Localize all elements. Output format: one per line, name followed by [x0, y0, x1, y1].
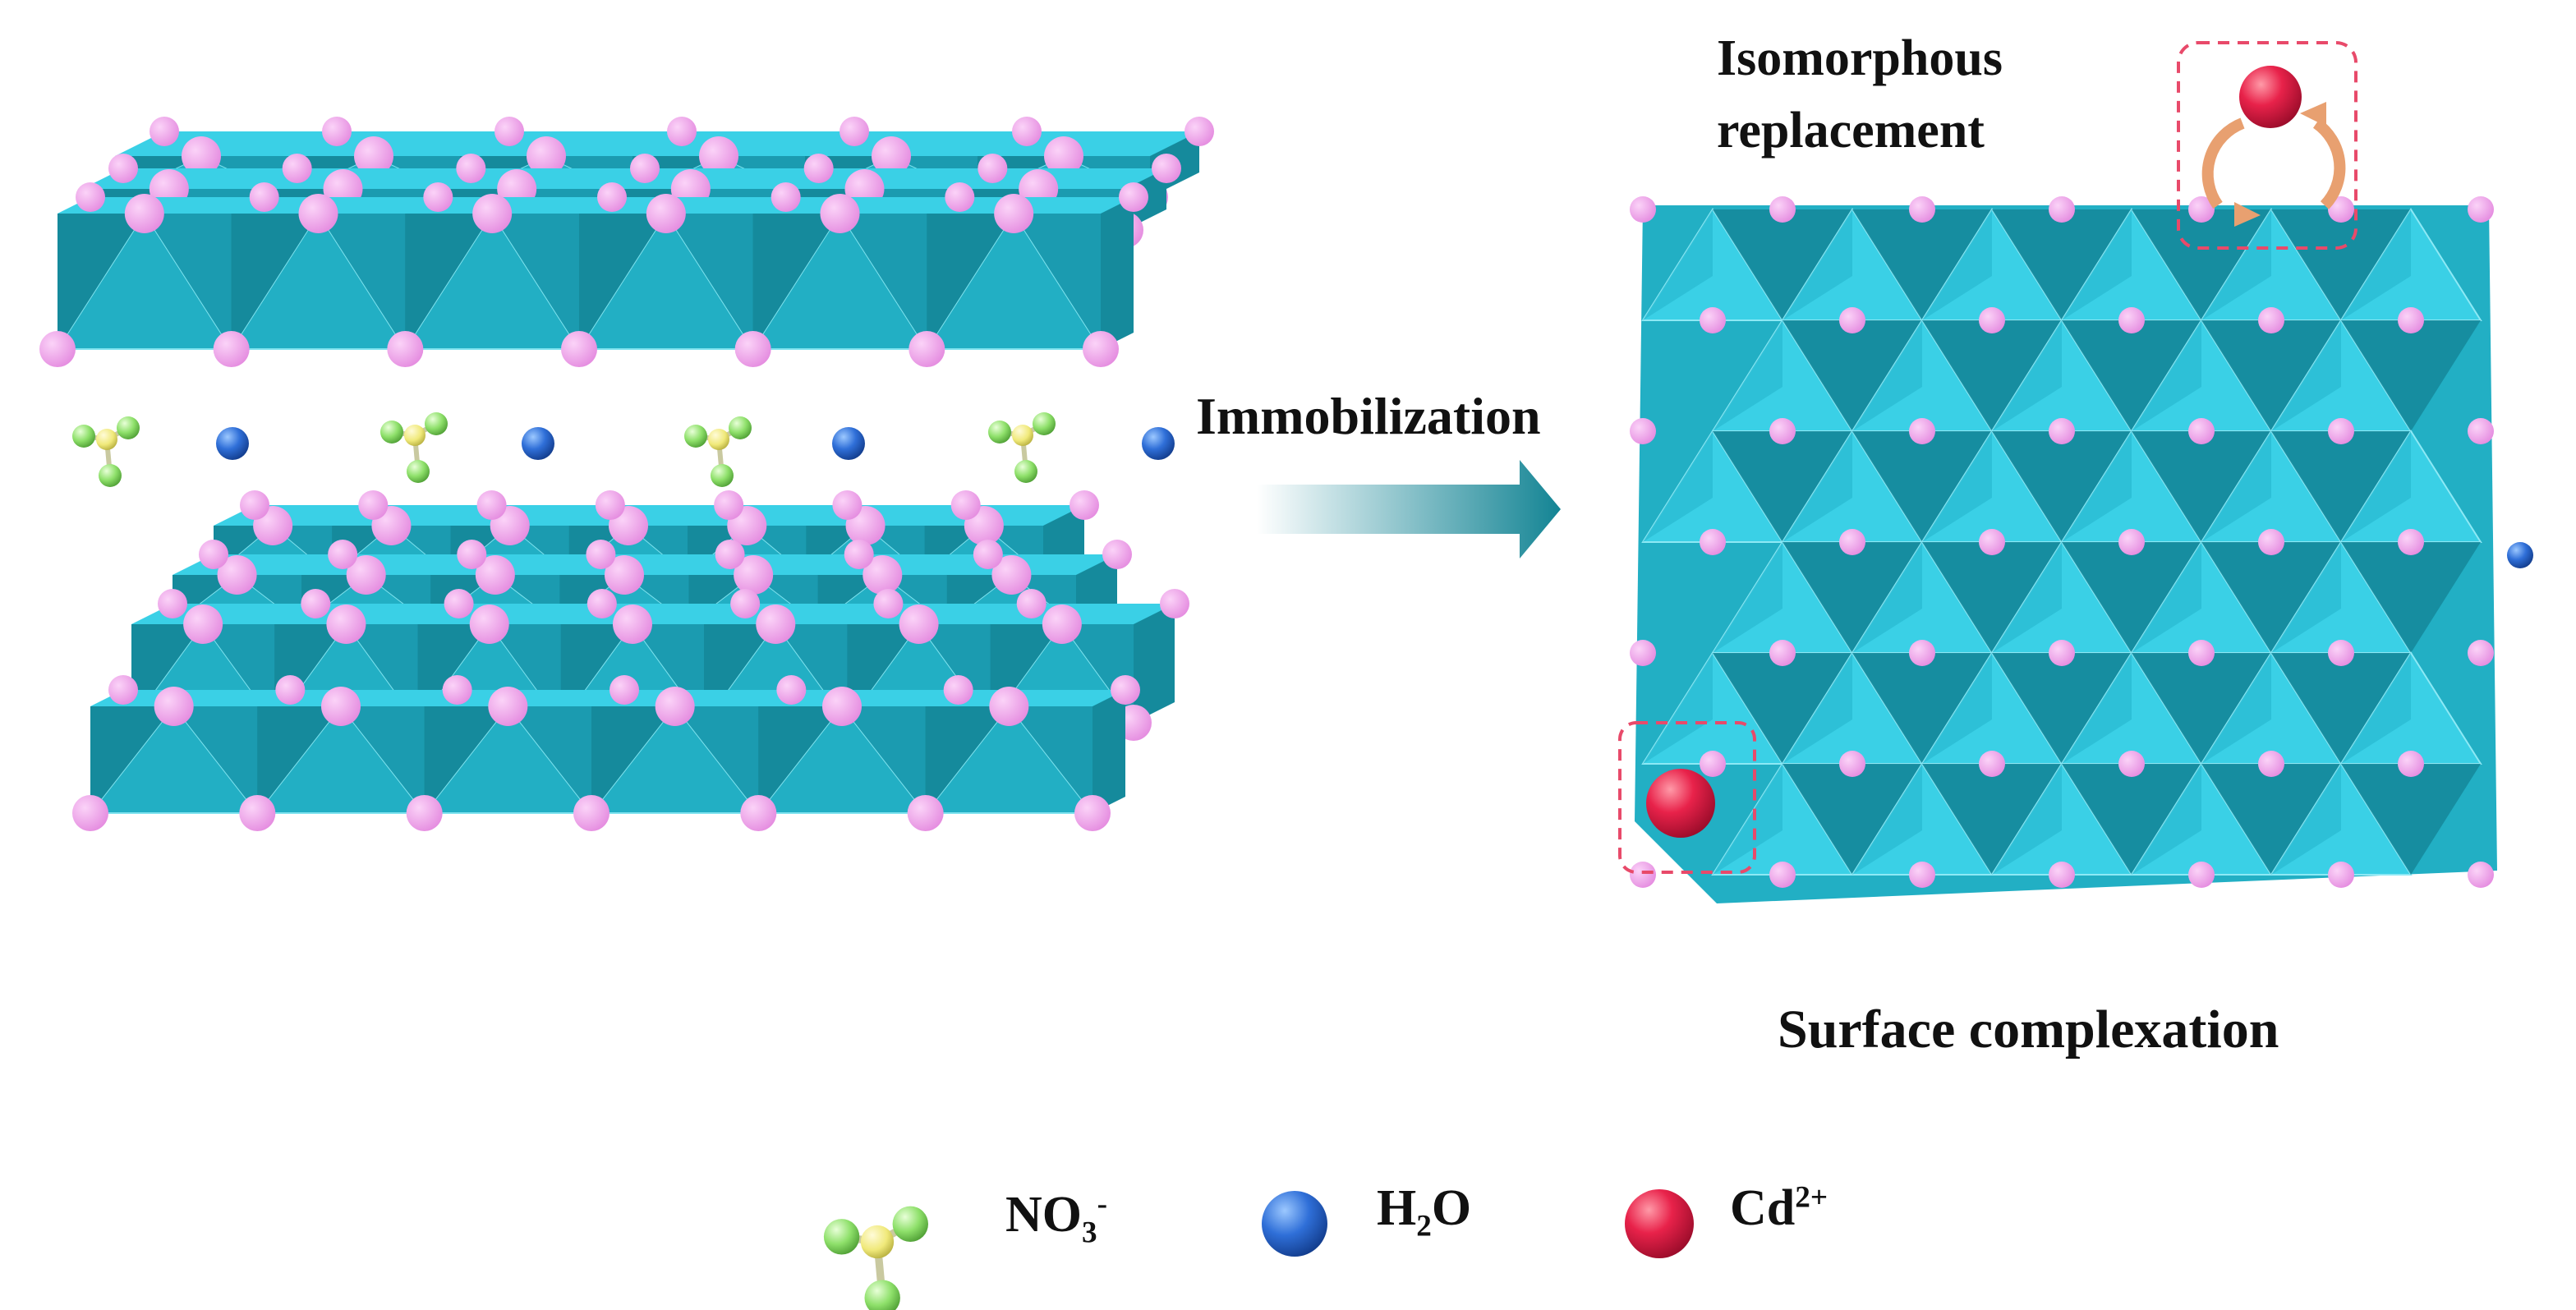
cycle-arrowhead-left — [2234, 202, 2261, 227]
nitrate-ion-3 — [684, 416, 752, 487]
water-molecule-1 — [216, 427, 249, 460]
isomorphous-label-line1: Isomorphous — [1717, 30, 2003, 86]
water-molecule-4 — [1142, 427, 1175, 460]
surface-complexation-label: Surface complexation — [1778, 1000, 2279, 1059]
nitrate-ion-4 — [988, 412, 1056, 483]
water-molecule-2 — [522, 427, 554, 460]
left-top-slab-front — [39, 182, 1148, 367]
legend-nitrate-icon — [823, 1206, 929, 1310]
octahedral-framework-right — [1630, 196, 2551, 903]
isomorphous-label-line2: replacement — [1717, 103, 1985, 159]
cycle-arrowhead-right — [2300, 102, 2326, 126]
legend-cadmium-icon — [1625, 1189, 1694, 1258]
immobilization-arrow — [1257, 460, 1561, 558]
interlayer-species — [72, 412, 1175, 487]
legend-water-label: H2O — [1377, 1180, 1472, 1243]
legend-water-icon — [1262, 1191, 1327, 1257]
cycle-arrow-left — [2201, 117, 2245, 209]
layered-structure-left — [39, 117, 1214, 831]
legend-icons — [823, 1189, 1694, 1310]
cadmium-ion-surface — [1646, 769, 1715, 838]
highlight-boxes — [1618, 41, 2358, 874]
water-molecule-3 — [832, 427, 865, 460]
cycle-arrow-right — [2312, 118, 2346, 209]
framework-water — [2507, 542, 2533, 568]
nitrate-ion-2 — [380, 412, 448, 483]
nitrate-ion-1 — [72, 416, 140, 487]
cadmium-ion-isomorphous — [2239, 66, 2302, 128]
surface-highlight-box — [1618, 721, 1756, 874]
immobilization-label: Immobilization — [1196, 387, 1541, 445]
left-bottom-slab-front — [72, 675, 1140, 831]
legend-cadmium-label: Cd2+ — [1730, 1180, 1828, 1236]
legend-nitrate-label: NO3- — [1005, 1187, 1107, 1250]
isomorphous-highlight-box — [2177, 41, 2358, 250]
